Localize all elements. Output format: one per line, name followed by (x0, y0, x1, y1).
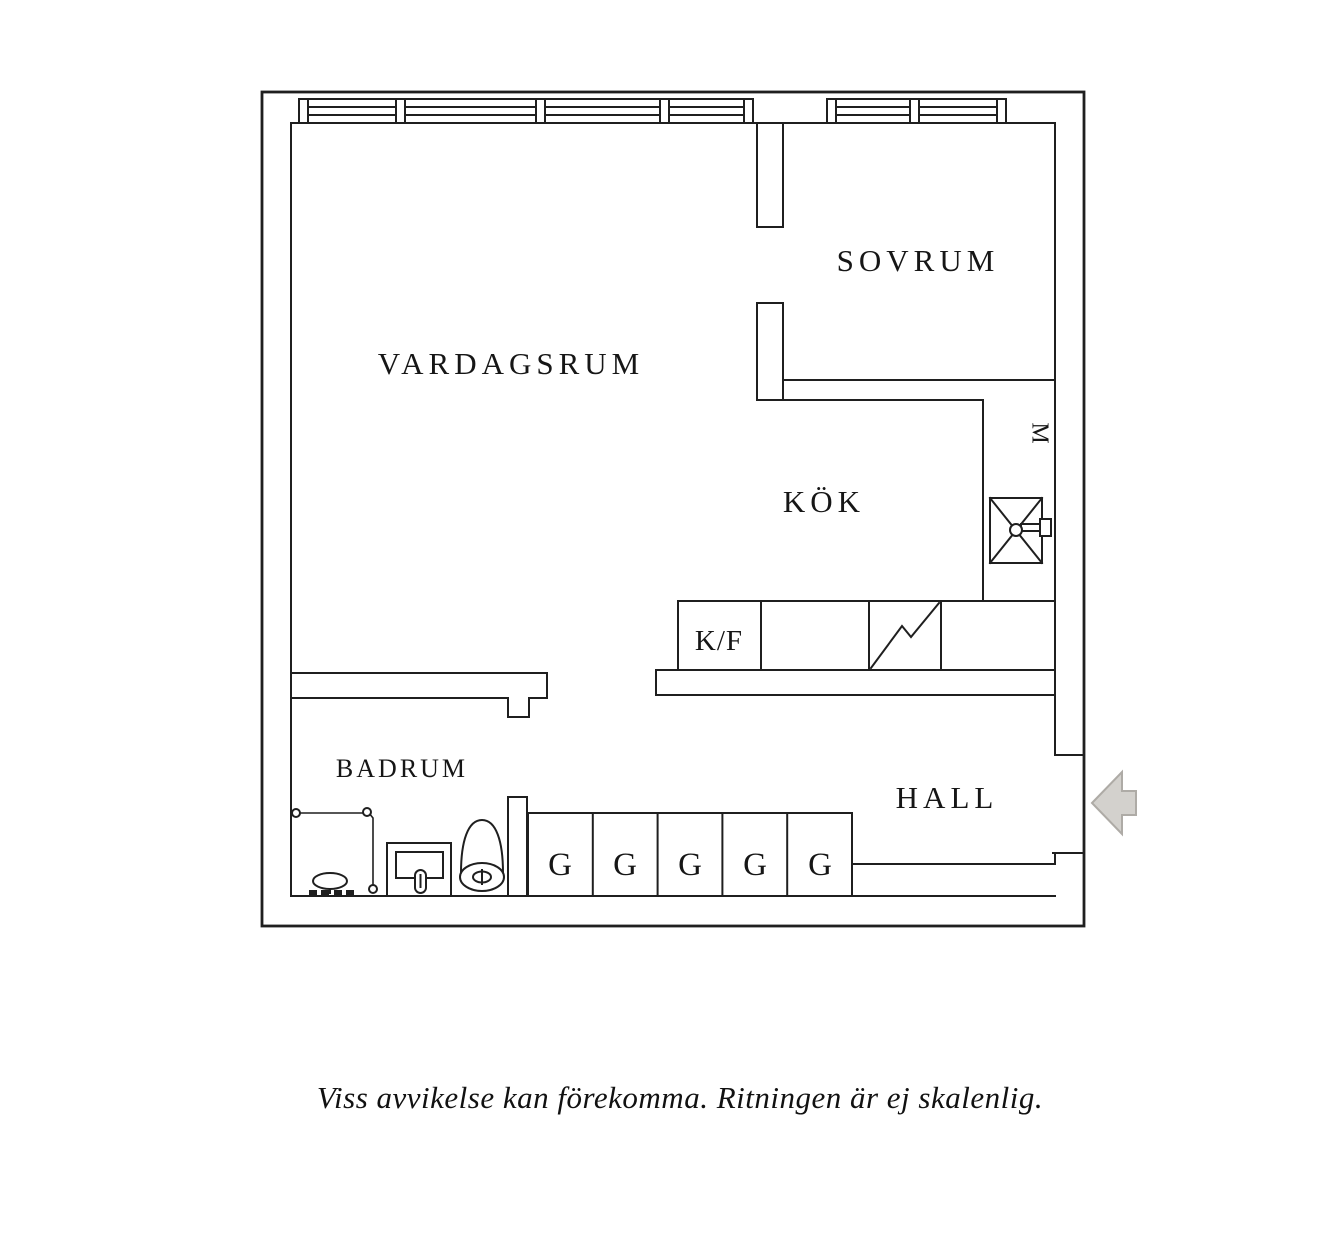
cabinet-m-label: M (1026, 422, 1052, 443)
window-mullion (996, 98, 1007, 124)
kitchen-label: KÖK (783, 484, 865, 519)
wall-segment-upper (756, 122, 784, 228)
window-mullion (395, 98, 406, 124)
rail-end (291, 808, 301, 818)
window-frame (298, 98, 754, 124)
rail-end (368, 884, 378, 894)
kitchen-sink-icon (988, 496, 1052, 565)
living-room-south-wall (290, 672, 548, 718)
shower-curtain-rail (295, 812, 374, 890)
bedroom-label: SOVRUM (837, 243, 1000, 278)
window-mullion (826, 98, 837, 124)
floor-drain-icon (309, 872, 354, 895)
living-room-label: VARDAGSRUM (378, 346, 645, 381)
shower-rail-icon (291, 807, 378, 894)
rail-corner (362, 807, 372, 817)
wall-segment-lower (756, 302, 784, 401)
wardrobe-label: G (548, 847, 572, 883)
closet-row (527, 812, 853, 897)
window-mullion (659, 98, 670, 124)
wardrobe-label: G (678, 847, 702, 883)
drain-top (312, 872, 348, 890)
entrance-arrow-icon (1090, 769, 1137, 837)
hall-closets (527, 812, 1056, 897)
faucet-base (1039, 518, 1052, 537)
outer-boundary (260, 90, 1086, 928)
faucet-pivot (1009, 523, 1023, 537)
fridge-freezer-label: K/F (695, 625, 743, 657)
stove-icon (869, 601, 941, 670)
disclaimer-caption: Viss avvikelse kan förekomma. Ritningen … (316, 1080, 1044, 1115)
bedroom-window-icon (826, 98, 1007, 124)
wardrobe-label: G (808, 847, 832, 883)
window-mullion (535, 98, 546, 124)
living-room-window-icon (298, 98, 754, 124)
window-mullion (909, 98, 920, 124)
drain-foot (321, 890, 329, 895)
hall-label: HALL (896, 780, 999, 815)
toilet-icon (459, 818, 505, 892)
wardrobe-label: G (743, 847, 767, 883)
washbasin-icon (386, 842, 452, 897)
drain-foot (309, 890, 317, 895)
bedroom-partition-wall (756, 122, 1056, 602)
wardrobe-label: G (613, 847, 637, 883)
bathroom-east-wall (507, 796, 528, 897)
window-mullion (298, 98, 309, 124)
window-mullion (743, 98, 754, 124)
drain-foot (334, 890, 342, 895)
drain-foot (346, 890, 354, 895)
bathroom-label: BADRUM (336, 754, 468, 783)
bathroom-door-post (507, 697, 530, 718)
kitchen-counter (655, 600, 1056, 696)
toilet-bowl (459, 818, 505, 874)
